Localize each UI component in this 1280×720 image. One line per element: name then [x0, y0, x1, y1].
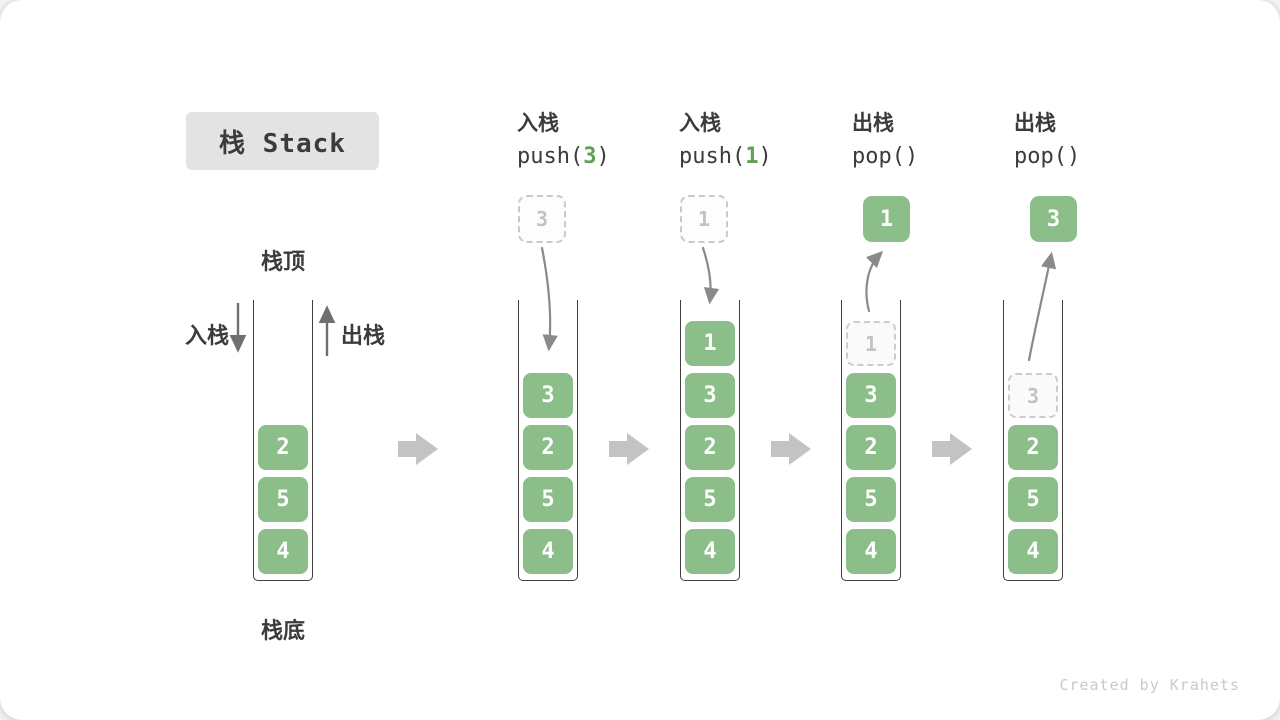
step-header-push-1: 入栈 push(1) [679, 107, 772, 169]
op-label: 入栈 [517, 111, 559, 135]
code-post: ) [596, 144, 610, 169]
stack-after-pop-1: 1 3 2 5 4 [841, 300, 901, 581]
op-label: 出栈 [1014, 111, 1056, 135]
code-label: push(3) [517, 144, 610, 169]
op-label: 入栈 [679, 111, 721, 135]
code-pre: pop( [852, 144, 905, 169]
push-side-label: 入栈 [184, 324, 229, 349]
stack-cell: 4 [1008, 529, 1058, 574]
stack-cell: 4 [846, 529, 896, 574]
code-arg: 1 [745, 144, 759, 169]
stack-after-push-1: 1 3 2 5 4 [680, 300, 740, 581]
stack-cell: 5 [258, 477, 308, 522]
code-post: ) [758, 144, 772, 169]
code-pre: push( [679, 144, 746, 169]
code-pre: pop( [1014, 144, 1067, 169]
next-step-arrow-icon [609, 433, 649, 465]
push-curve-arrow-icon [701, 246, 720, 305]
pop-side-label: 出栈 [341, 324, 386, 349]
op-label: 出栈 [852, 111, 894, 135]
code-post: ) [904, 144, 919, 169]
popped-value-box: 3 [1030, 196, 1077, 242]
stack-cell: 5 [685, 477, 735, 522]
stack-cell: 4 [523, 529, 573, 574]
stack-cell: 3 [523, 373, 573, 418]
stack-cell: 4 [258, 529, 308, 574]
stack-after-pop-3: 3 2 5 4 [1003, 300, 1063, 581]
footer-credit: Created by Krahets [1059, 676, 1240, 694]
stack-cell: 2 [685, 425, 735, 470]
stack-cell: 3 [846, 373, 896, 418]
stack-cell: 2 [1008, 425, 1058, 470]
stack-cell: 5 [846, 477, 896, 522]
stack-bottom-label: 栈底 [260, 619, 305, 644]
next-step-arrow-icon [398, 433, 438, 465]
title-text: 栈 Stack [219, 128, 346, 159]
stack-cell: 4 [685, 529, 735, 574]
stack-initial: 2 5 4 [253, 300, 313, 581]
stack-cell: 1 [685, 321, 735, 366]
stack-cell: 2 [523, 425, 573, 470]
code-label: pop() [852, 144, 918, 169]
step-header-push-3: 入栈 push(3) [517, 107, 610, 169]
popped-value-box: 1 [863, 196, 910, 242]
code-label: push(1) [679, 144, 772, 169]
incoming-value-box: 3 [518, 195, 566, 243]
stack-cell-removed: 1 [846, 321, 896, 366]
stack-cell: 2 [258, 425, 308, 470]
code-arg: 3 [583, 144, 597, 169]
code-pre: push( [517, 144, 584, 169]
step-header-pop-3: 出栈 pop() [1014, 107, 1080, 169]
next-step-arrow-icon [771, 433, 811, 465]
stack-cell: 5 [1008, 477, 1058, 522]
stack-cell: 3 [685, 373, 735, 418]
stack-cell-removed: 3 [1008, 373, 1058, 418]
step-header-pop-1: 出栈 pop() [852, 107, 918, 169]
stack-cell: 2 [846, 425, 896, 470]
stack-after-push-3: 3 2 5 4 [518, 300, 578, 581]
title-badge: 栈 Stack [186, 112, 379, 170]
stack-top-label: 栈顶 [260, 250, 305, 275]
next-step-arrow-icon [932, 433, 972, 465]
stack-cell: 5 [523, 477, 573, 522]
code-label: pop() [1014, 144, 1080, 169]
code-post: ) [1066, 144, 1081, 169]
incoming-value-box: 1 [680, 195, 728, 243]
